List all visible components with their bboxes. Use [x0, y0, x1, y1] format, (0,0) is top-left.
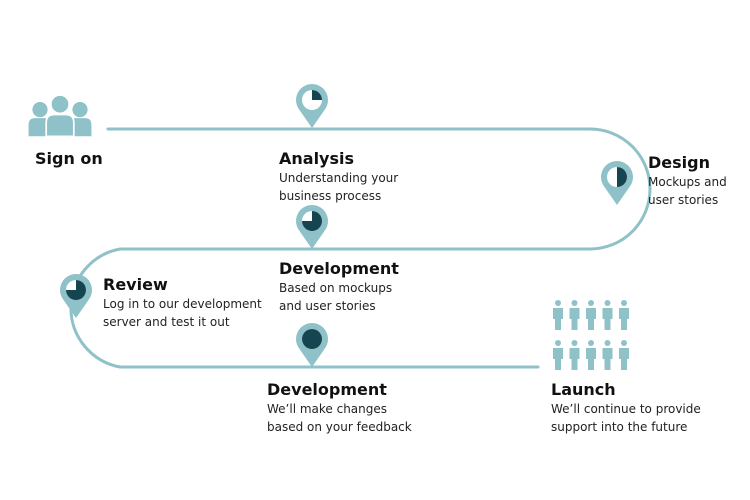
analysis-description-line: business process [279, 189, 382, 203]
small-person-icon [553, 340, 563, 370]
review-description-line: server and test it out [103, 315, 230, 329]
development-feedback-title: Development [267, 380, 387, 399]
small-person-icon [586, 340, 596, 370]
pin-progress [302, 211, 322, 231]
launch-title: Launch [551, 380, 616, 399]
development-mockups-description-line: and user stories [279, 299, 376, 313]
design-marker-icon [601, 161, 633, 205]
small-person-icon [569, 300, 580, 330]
development-feedback-description: We’ll make changes based on your feedbac… [267, 400, 412, 436]
development-mockups-title: Development [279, 259, 399, 278]
analysis-description: Understanding your business process [279, 169, 398, 205]
design-description-line: Mockups and [648, 175, 727, 189]
development-feedback-description-line: We’ll make changes [267, 402, 388, 416]
small-person-icon [602, 300, 613, 330]
launch-description-line: support into the future [551, 420, 688, 434]
small-person-icon [586, 300, 596, 330]
small-person-icon [602, 340, 613, 370]
review-marker-icon [60, 274, 93, 318]
review-description: Log in to our development server and tes… [103, 295, 262, 331]
development-feedback-marker-icon [296, 323, 329, 367]
sign-on-title: Sign on [35, 149, 103, 168]
small-person-icon [569, 340, 580, 370]
review-description-line: Log in to our development [103, 297, 262, 311]
pin-progress [312, 90, 322, 100]
small-person-icon [619, 300, 629, 330]
pin-progress [302, 329, 322, 349]
launch-description-line: We’ll continue to provide [551, 402, 701, 416]
small-person-icon [619, 340, 629, 370]
development-mockups-marker-icon [296, 205, 329, 249]
pin-progress [617, 167, 627, 187]
launch-description: We’ll continue to provide support into t… [551, 400, 701, 436]
process-route-path [69, 127, 652, 369]
development-feedback-description-line: based on your feedback [267, 420, 412, 434]
review-title: Review [103, 275, 168, 294]
development-mockups-description: Based on mockups and user stories [279, 279, 392, 315]
small-person-icon [553, 300, 563, 330]
design-title: Design [648, 153, 710, 172]
group-people-icon [28, 94, 92, 138]
analysis-description-line: Understanding your [279, 171, 399, 185]
crowd-people-icon [553, 300, 629, 370]
development-mockups-description-line: Based on mockups [279, 281, 393, 295]
analysis-title: Analysis [279, 149, 355, 168]
analysis-marker-icon [296, 84, 328, 128]
design-description: Mockups and user stories [648, 173, 727, 209]
design-description-line: user stories [648, 193, 719, 207]
person-icon [45, 94, 75, 138]
pin-progress [66, 280, 86, 300]
